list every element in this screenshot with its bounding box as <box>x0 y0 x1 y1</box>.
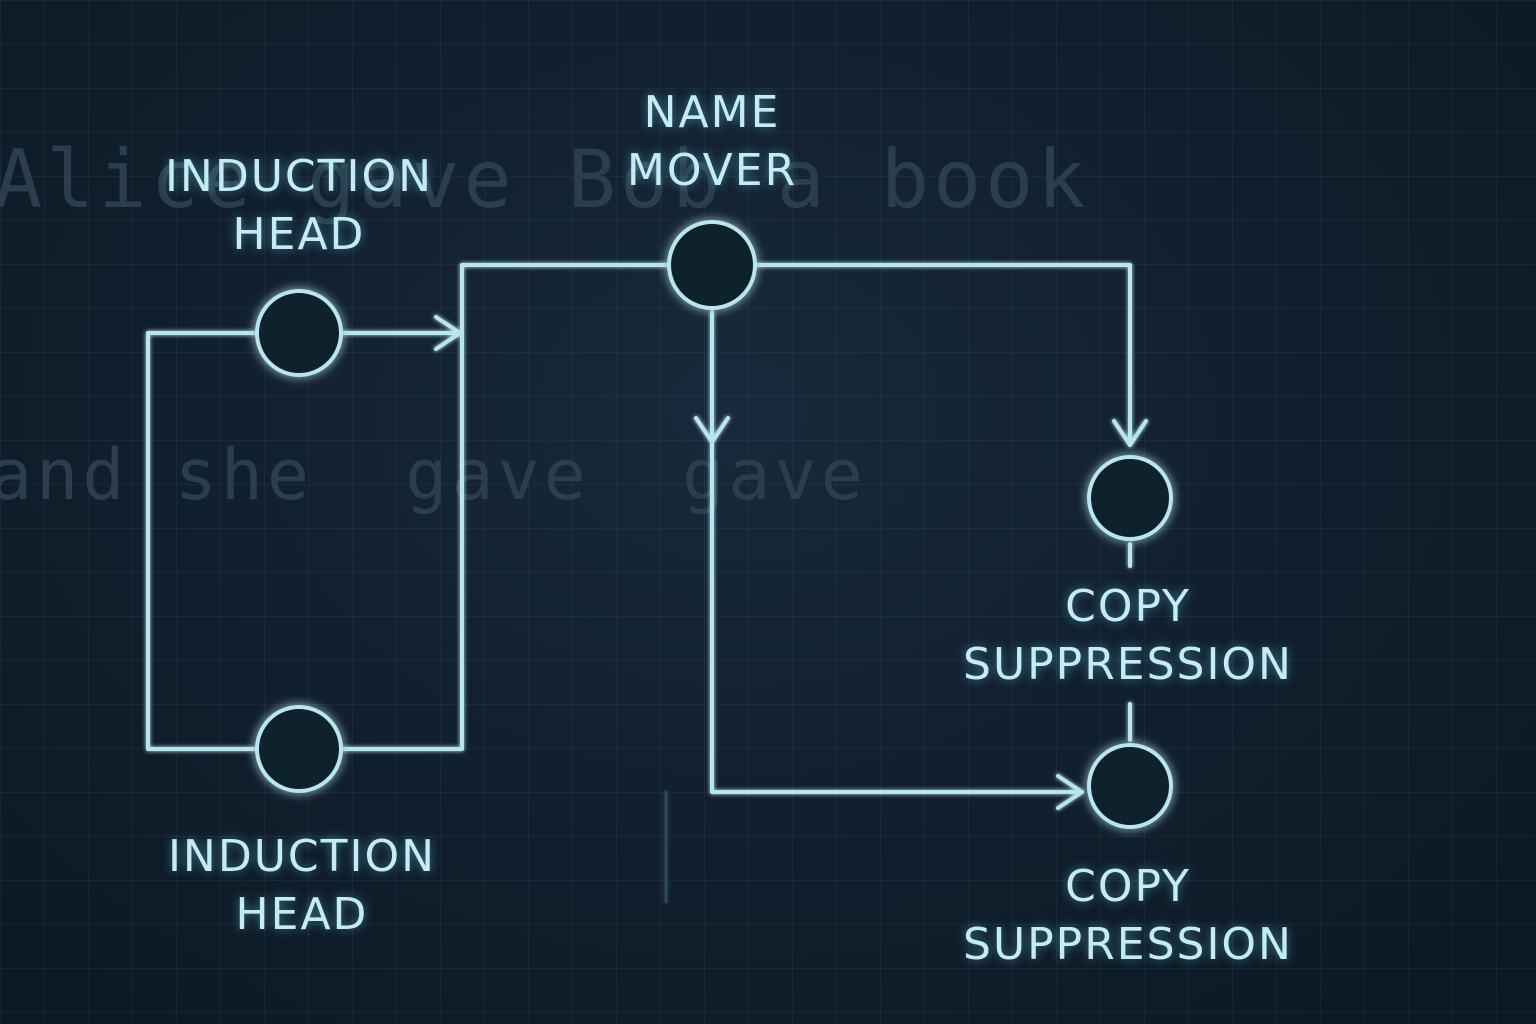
label-line: SUPPRESSION <box>963 639 1293 690</box>
node-induction-head-top <box>255 289 343 377</box>
edge-namemover-to-cs-upper <box>753 263 1132 447</box>
label-induction-head-bottom: INDUCTION HEAD <box>168 828 436 944</box>
node-copy-suppression-upper <box>1087 455 1173 541</box>
label-line: HEAD <box>235 889 369 940</box>
arrowhead-cs-lower <box>1056 774 1084 810</box>
edge-induction-top-loop <box>146 331 258 751</box>
label-line: MOVER <box>626 145 798 196</box>
label-line: NAME <box>643 87 781 138</box>
edge-induction-bottom-out <box>340 263 671 751</box>
node-induction-head-bottom <box>255 705 343 793</box>
label-line: HEAD <box>232 209 366 260</box>
label-induction-head-top: INDUCTION HEAD <box>165 148 433 264</box>
label-copy-suppression-lower: COPY SUPPRESSION <box>963 858 1293 974</box>
arrowhead-cs-upper <box>1112 419 1148 447</box>
edge-namemover-to-cs-lower <box>710 310 1084 794</box>
background-sentence-1: Alice gave Bob a book <box>0 133 1090 226</box>
background-sentence-2: and she gave gave <box>0 434 867 516</box>
label-copy-suppression-upper: COPY SUPPRESSION <box>963 578 1293 694</box>
label-line: INDUCTION <box>167 831 437 882</box>
label-line: COPY <box>1065 581 1191 632</box>
node-copy-suppression-lower <box>1087 743 1173 829</box>
label-line: INDUCTION <box>164 151 434 202</box>
label-line: SUPPRESSION <box>963 919 1293 970</box>
arrowhead-namemover-down <box>694 416 730 444</box>
label-name-mover: NAME MOVER <box>627 84 797 200</box>
label-line: COPY <box>1065 861 1191 912</box>
node-name-mover <box>667 220 757 310</box>
